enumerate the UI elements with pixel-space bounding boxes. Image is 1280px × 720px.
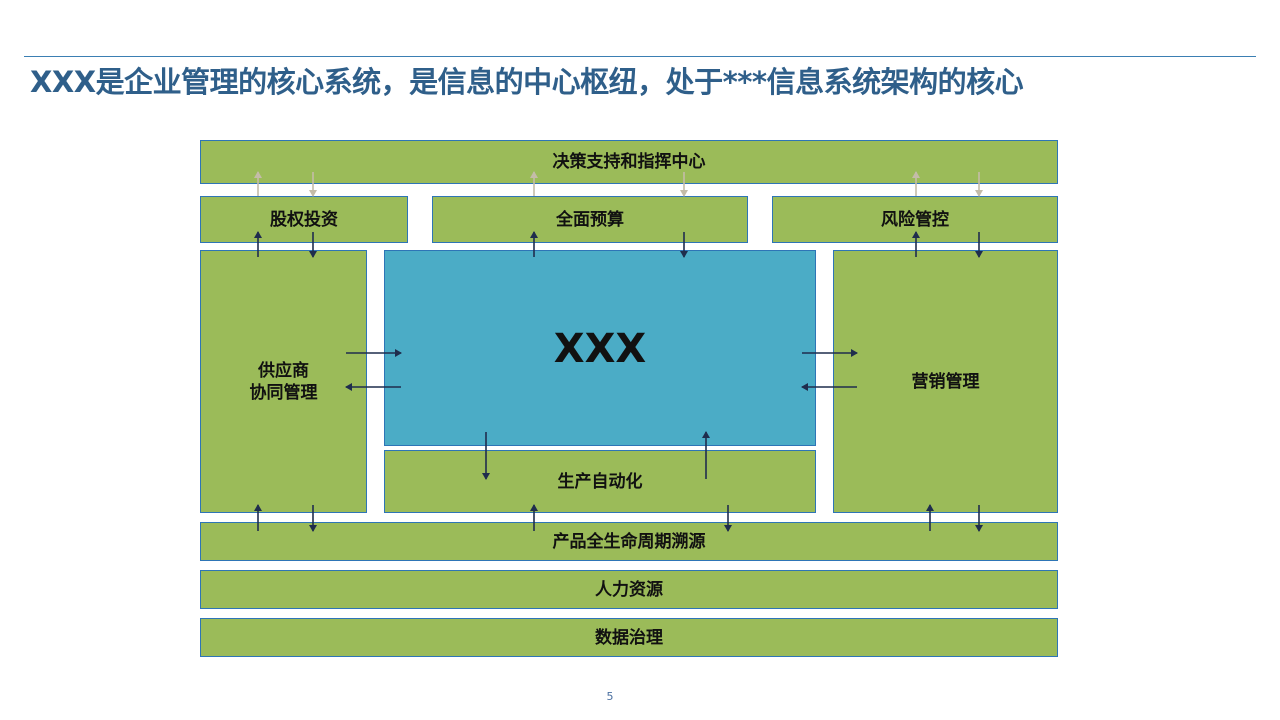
equity-investment-box: 股权投资 [200, 196, 408, 243]
title-divider [24, 56, 1256, 57]
equity-investment-label: 股权投资 [270, 209, 338, 230]
data-governance-box: 数据治理 [200, 618, 1058, 657]
supplier-collaboration-box: 供应商 协同管理 [200, 250, 367, 513]
marketing-management-label: 营销管理 [911, 371, 980, 392]
core-system-label: XXX [553, 326, 647, 372]
human-resources-label: 人力资源 [595, 579, 663, 600]
full-budget-box: 全面预算 [432, 196, 748, 243]
production-automation-box: 生产自动化 [384, 450, 816, 513]
decision-support-center-label: 决策支持和指挥中心 [552, 152, 706, 172]
decision-support-center-box: 决策支持和指挥中心 [200, 140, 1058, 184]
page-number: 5 [606, 690, 614, 703]
risk-control-label: 风险管控 [881, 209, 949, 230]
full-budget-label: 全面预算 [556, 209, 624, 230]
supplier-collaboration-label: 供应商 协同管理 [249, 360, 318, 403]
product-lifecycle-traceability-label: 产品全生命周期溯源 [552, 531, 706, 552]
core-system-box: XXX [384, 250, 816, 446]
production-automation-label: 生产自动化 [557, 471, 643, 492]
human-resources-box: 人力资源 [200, 570, 1058, 609]
marketing-management-box: 营销管理 [833, 250, 1058, 513]
product-lifecycle-traceability-box: 产品全生命周期溯源 [200, 522, 1058, 561]
risk-control-box: 风险管控 [772, 196, 1058, 243]
slide-title: XXX是企业管理的核心系统，是信息的中心枢纽，处于***信息系统架构的核心 [30, 65, 1024, 99]
data-governance-label: 数据治理 [595, 627, 663, 648]
